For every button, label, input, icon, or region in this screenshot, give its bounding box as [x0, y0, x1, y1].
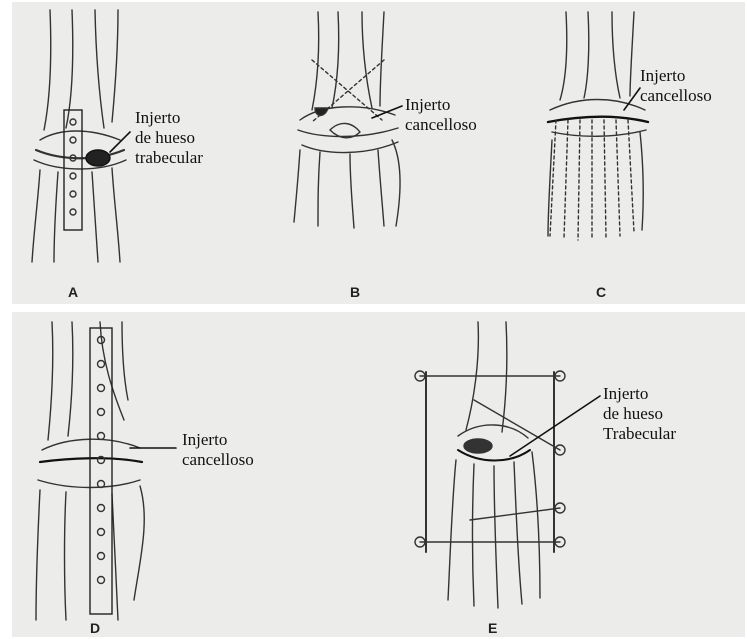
- panel-letter-b: B: [350, 284, 360, 300]
- label-a: Injerto de hueso trabecular: [135, 108, 203, 168]
- panel-letter-e: E: [488, 620, 497, 636]
- panel-letter-a: A: [68, 284, 78, 300]
- panel-letter-d: D: [90, 620, 100, 636]
- label-c: Injerto cancelloso: [640, 66, 712, 106]
- illustration-c: [548, 12, 648, 240]
- illustration-e: [415, 322, 600, 608]
- illustration-a: [32, 10, 130, 262]
- label-e: Injerto de hueso Trabecular: [603, 384, 676, 444]
- illustration-d: [36, 322, 176, 620]
- illustration-b: [294, 12, 402, 228]
- label-d: Injerto cancelloso: [182, 430, 254, 470]
- label-b: Injerto cancelloso: [405, 95, 477, 135]
- panel-letter-c: C: [596, 284, 606, 300]
